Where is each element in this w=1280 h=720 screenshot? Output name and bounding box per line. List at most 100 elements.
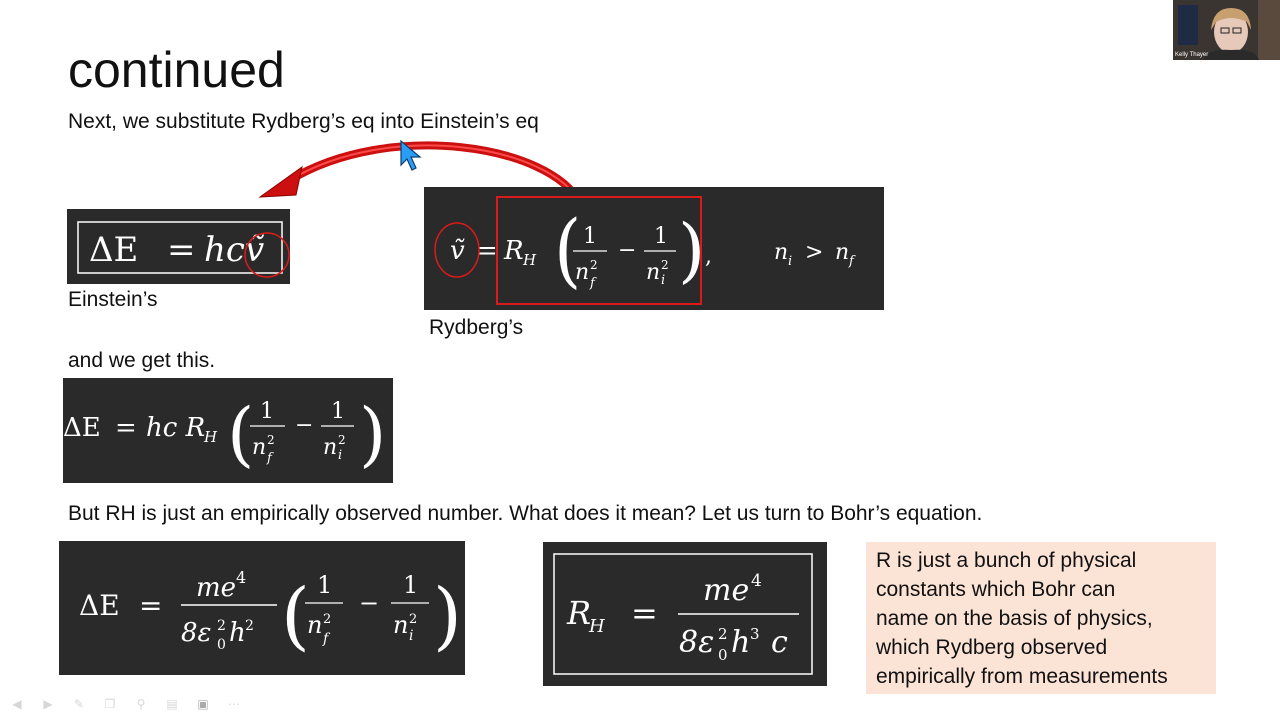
rydberg-equation: ṽ = R H ( 1 n 2 f − 1 n 2 i ) , n i > n … bbox=[434, 196, 856, 305]
result-intro: and we get this. bbox=[68, 349, 216, 372]
bohr-num: me bbox=[196, 573, 236, 603]
note-line: constants which Bohr can bbox=[876, 578, 1116, 601]
einstein-label: Einstein’s bbox=[68, 288, 158, 311]
rh-num-sup: 4 bbox=[751, 571, 762, 591]
nu-highlight-circle bbox=[434, 222, 480, 278]
slide-title: continued bbox=[68, 42, 285, 98]
frac2-den: n bbox=[393, 611, 408, 639]
presenter-name: Kelly Thayer bbox=[1175, 52, 1209, 58]
explanation-note: R is just a bunch of physical constants … bbox=[866, 542, 1216, 694]
rh-lhs-sub: H bbox=[588, 616, 605, 637]
rh-den-c: c bbox=[771, 625, 788, 660]
left-paren: ( bbox=[554, 203, 581, 297]
rh-den-b: h bbox=[731, 625, 750, 660]
bohr-den-sub: 0 bbox=[217, 637, 226, 653]
rh-den-sub: 0 bbox=[718, 646, 728, 664]
cond-lhs-sub: i bbox=[788, 254, 792, 269]
minus-sign: − bbox=[359, 589, 379, 617]
rh-den-a: 8ε bbox=[679, 625, 714, 660]
frac2-num: 1 bbox=[331, 399, 345, 424]
frac1-sub: f bbox=[589, 276, 597, 291]
cond-gt: > bbox=[805, 240, 823, 265]
presenter-webcam[interactable]: Kelly Thayer bbox=[1173, 0, 1280, 60]
more-icon[interactable]: ⋯ bbox=[228, 697, 240, 711]
einstein-equals: = bbox=[167, 230, 196, 270]
combined-rhs: hc R bbox=[146, 413, 205, 443]
frac2-num: 1 bbox=[654, 224, 668, 249]
cond-lhs: n bbox=[774, 240, 788, 265]
rh-equation-box: R H = me 4 8ε 0 2 h 3 c bbox=[543, 542, 827, 686]
bohr-den-sup: 2 bbox=[217, 618, 226, 634]
minus-sign: − bbox=[295, 413, 313, 438]
frac1-sub: f bbox=[322, 631, 331, 647]
right-paren: ) bbox=[678, 209, 705, 291]
frac2-sub: i bbox=[661, 273, 665, 288]
einstein-lhs: ΔE bbox=[89, 230, 138, 270]
rh-equation: R H = me 4 8ε 0 2 h 3 c bbox=[553, 553, 813, 675]
right-paren: ) bbox=[359, 393, 386, 475]
bohr-equation-box: ΔE = me 4 8ε 0 2 h 2 ( 1 n 2 f − 1 n 2 i… bbox=[59, 541, 465, 675]
question-text: But RH is just an empirically observed n… bbox=[68, 502, 983, 525]
combined-lhs: ΔE bbox=[63, 413, 101, 443]
frac2-sup: 2 bbox=[338, 433, 346, 447]
einstein-equation-box: ΔE = hcṽ bbox=[67, 209, 290, 284]
bohr-equation: ΔE = me 4 8ε 0 2 h 2 ( 1 n 2 f − 1 n 2 i… bbox=[79, 568, 462, 659]
rydberg-equation-box: ṽ = R H ( 1 n 2 f − 1 n 2 i ) , n i > n … bbox=[424, 187, 884, 310]
forward-icon[interactable]: ▶ bbox=[43, 697, 53, 711]
combined-equation-box: ΔE = hc R H ( 1 n 2 f − 1 n 2 i ) bbox=[63, 378, 393, 483]
combined-equals: = bbox=[115, 413, 137, 443]
frac1-sup: 2 bbox=[323, 612, 331, 627]
rydberg-equals: = bbox=[476, 236, 498, 266]
rh-lhs: R bbox=[566, 594, 591, 632]
slideshow-toolbar: ◀ ▶ ✎ ❐ ⚲ ▤ ▣ ⋯ bbox=[8, 696, 243, 712]
frac1-sub: f bbox=[266, 451, 274, 466]
frac1-sup: 2 bbox=[267, 433, 275, 447]
substitution-arrow bbox=[258, 141, 584, 206]
comma: , bbox=[705, 244, 712, 269]
rydberg-coef-sub: H bbox=[522, 251, 537, 269]
note-line: R is just a bunch of physical bbox=[876, 549, 1137, 572]
right-paren: ) bbox=[433, 573, 462, 659]
frac2-den: n bbox=[323, 435, 337, 460]
frac1-num: 1 bbox=[317, 571, 332, 599]
frac2-sup: 2 bbox=[661, 258, 669, 272]
pen-icon[interactable]: ✎ bbox=[73, 697, 85, 711]
bohr-den-b-sup: 2 bbox=[245, 618, 254, 634]
bohr-equals: = bbox=[139, 589, 162, 622]
mouse-cursor-icon bbox=[400, 139, 422, 171]
presenter-image bbox=[1173, 0, 1280, 60]
frac1-sup: 2 bbox=[590, 258, 598, 272]
combined-rhs-sub: H bbox=[203, 428, 218, 446]
rydberg-highlight-box bbox=[496, 196, 702, 305]
einstein-equation: ΔE = hcṽ bbox=[77, 221, 290, 278]
left-paren: ( bbox=[281, 573, 310, 659]
frac2-sub: i bbox=[338, 448, 342, 463]
frac2-den: n bbox=[646, 260, 660, 285]
cond-rhs: n bbox=[835, 240, 849, 265]
left-paren: ( bbox=[227, 393, 254, 475]
rh-den-sup: 2 bbox=[718, 625, 728, 643]
intro-text: Next, we substitute Rydberg’s eq into Ei… bbox=[68, 110, 539, 133]
bohr-num-sup: 4 bbox=[236, 568, 246, 587]
rydberg-label: Rydberg’s bbox=[429, 316, 524, 339]
zoom-icon[interactable]: ⚲ bbox=[136, 697, 146, 711]
combined-equation: ΔE = hc R H ( 1 n 2 f − 1 n 2 i ) bbox=[63, 393, 386, 475]
frac1-den: n bbox=[252, 435, 266, 460]
back-icon[interactable]: ◀ bbox=[12, 697, 22, 711]
subtitles-icon[interactable]: ▤ bbox=[166, 697, 178, 711]
frac1-num: 1 bbox=[260, 399, 274, 424]
copy-icon[interactable]: ❐ bbox=[104, 697, 116, 711]
frac2-num: 1 bbox=[403, 571, 418, 599]
bohr-den-b: h bbox=[229, 618, 246, 648]
bohr-den-a: 8ε bbox=[181, 618, 212, 648]
frac1-num: 1 bbox=[583, 224, 597, 249]
camera-icon[interactable]: ▣ bbox=[197, 697, 209, 711]
rydberg-coef: R bbox=[503, 236, 524, 266]
rh-num: me bbox=[703, 573, 749, 608]
note-line: empirically from measurements bbox=[876, 665, 1168, 688]
nu-highlight-circle bbox=[244, 232, 290, 278]
rh-den-b-sup: 3 bbox=[750, 625, 760, 643]
note-line: which Rydberg observed bbox=[876, 636, 1108, 659]
frac2-sub: i bbox=[409, 628, 413, 644]
frac1-den: n bbox=[307, 611, 322, 639]
